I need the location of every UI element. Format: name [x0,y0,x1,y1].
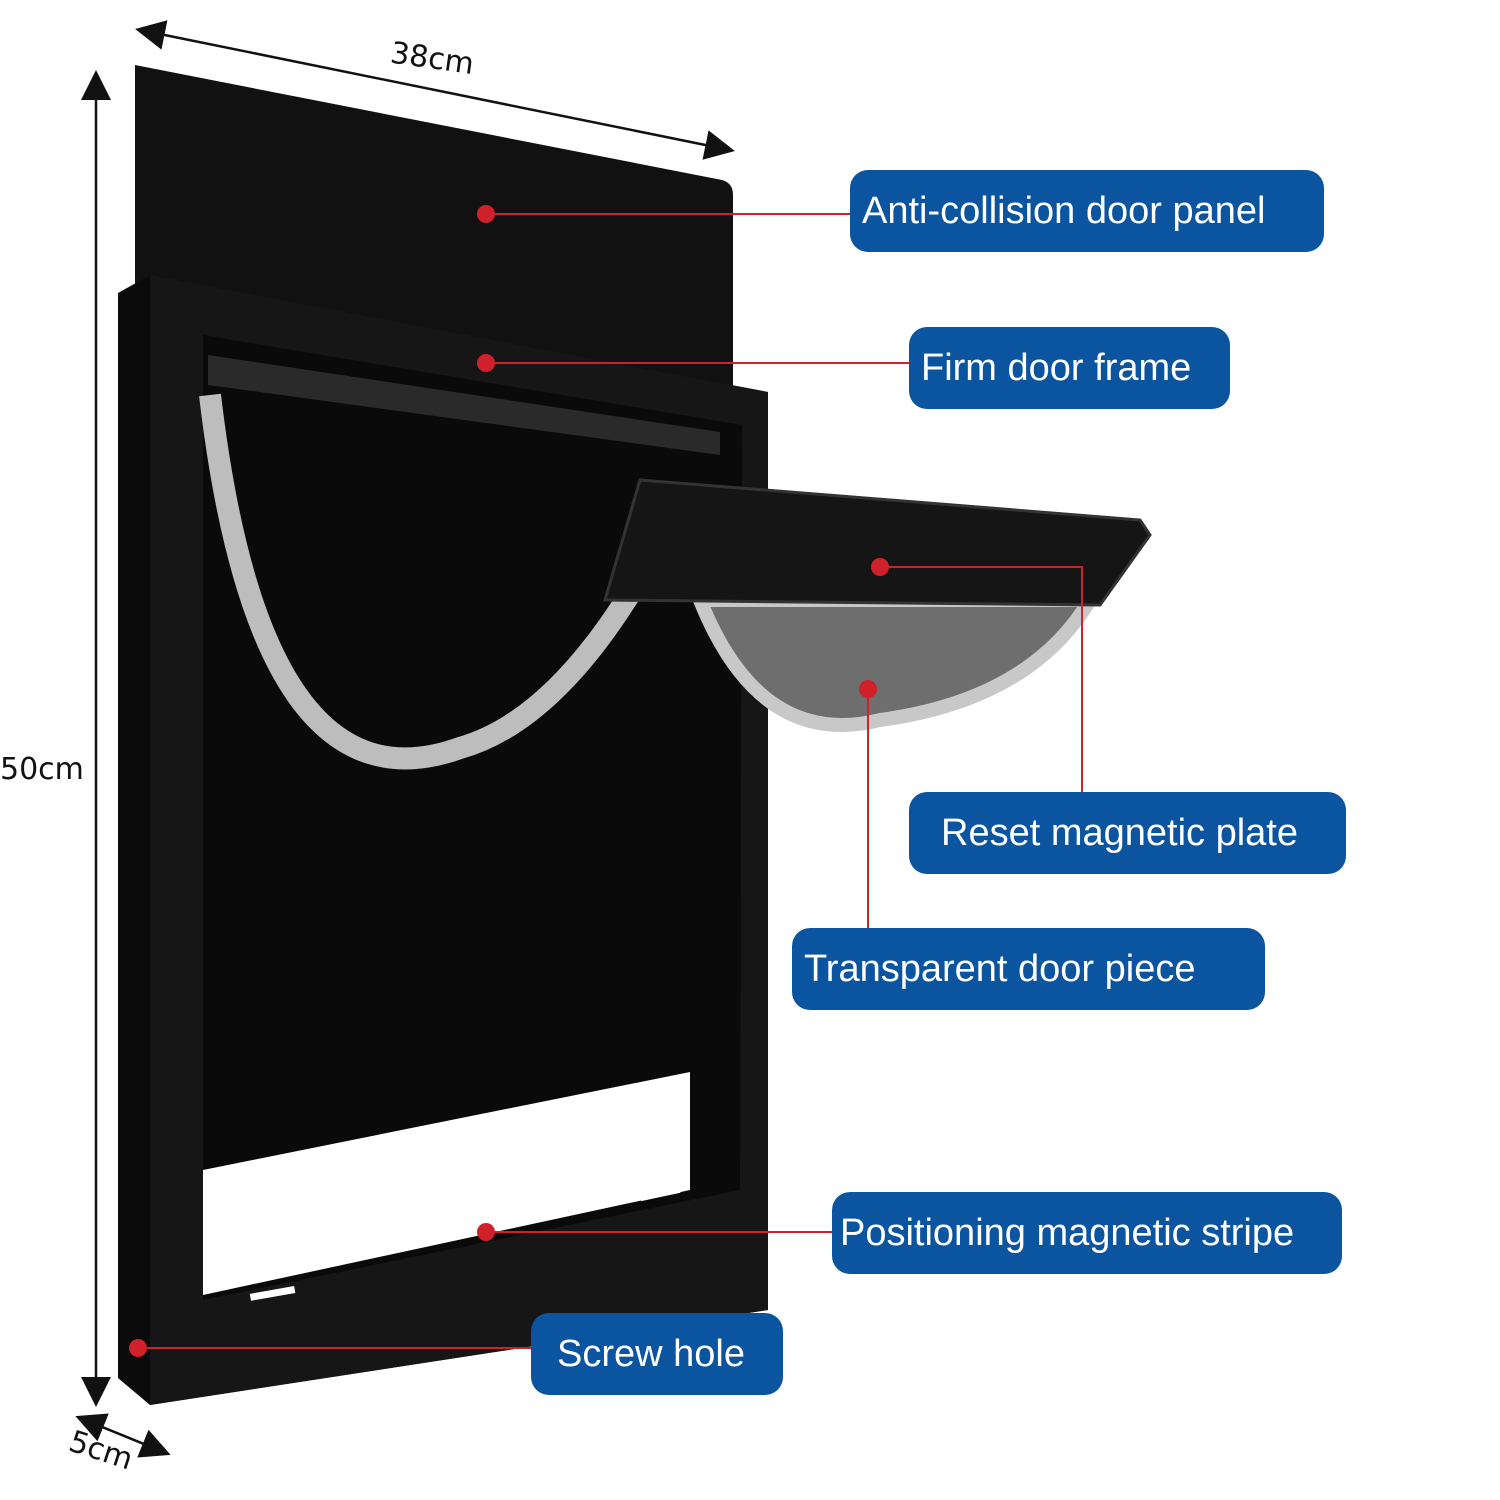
frame-opening [203,1072,690,1295]
callout-anti-collision-door-panel: Anti-collision door panel [850,170,1324,252]
pointer-lines [138,213,1083,1349]
callout-reset-magnetic-plate: Reset magnetic plate [909,792,1346,874]
callout-positioning-magnetic-stripe: Positioning magnetic stripe [832,1192,1342,1274]
pointer-dot [871,558,889,576]
height-label: 50cm [0,752,84,787]
transparent-door-piece [689,593,1103,732]
pointer-dot [859,680,877,698]
pointer-dot [477,1223,495,1241]
pointer-dot [129,1339,147,1357]
depth-label: 5cm [65,1424,137,1477]
width-arrow [135,20,735,160]
callout-screw-hole: Screw hole [531,1313,783,1395]
width-label: 38cm [388,36,476,82]
pointer-dot [477,205,495,223]
depth-arrow [75,1413,171,1458]
callout-firm-door-frame: Firm door frame [909,327,1230,409]
pointer-dot [477,354,495,372]
callout-transparent-door-piece: Transparent door piece [792,928,1265,1010]
magnetic-plate [603,478,1152,607]
